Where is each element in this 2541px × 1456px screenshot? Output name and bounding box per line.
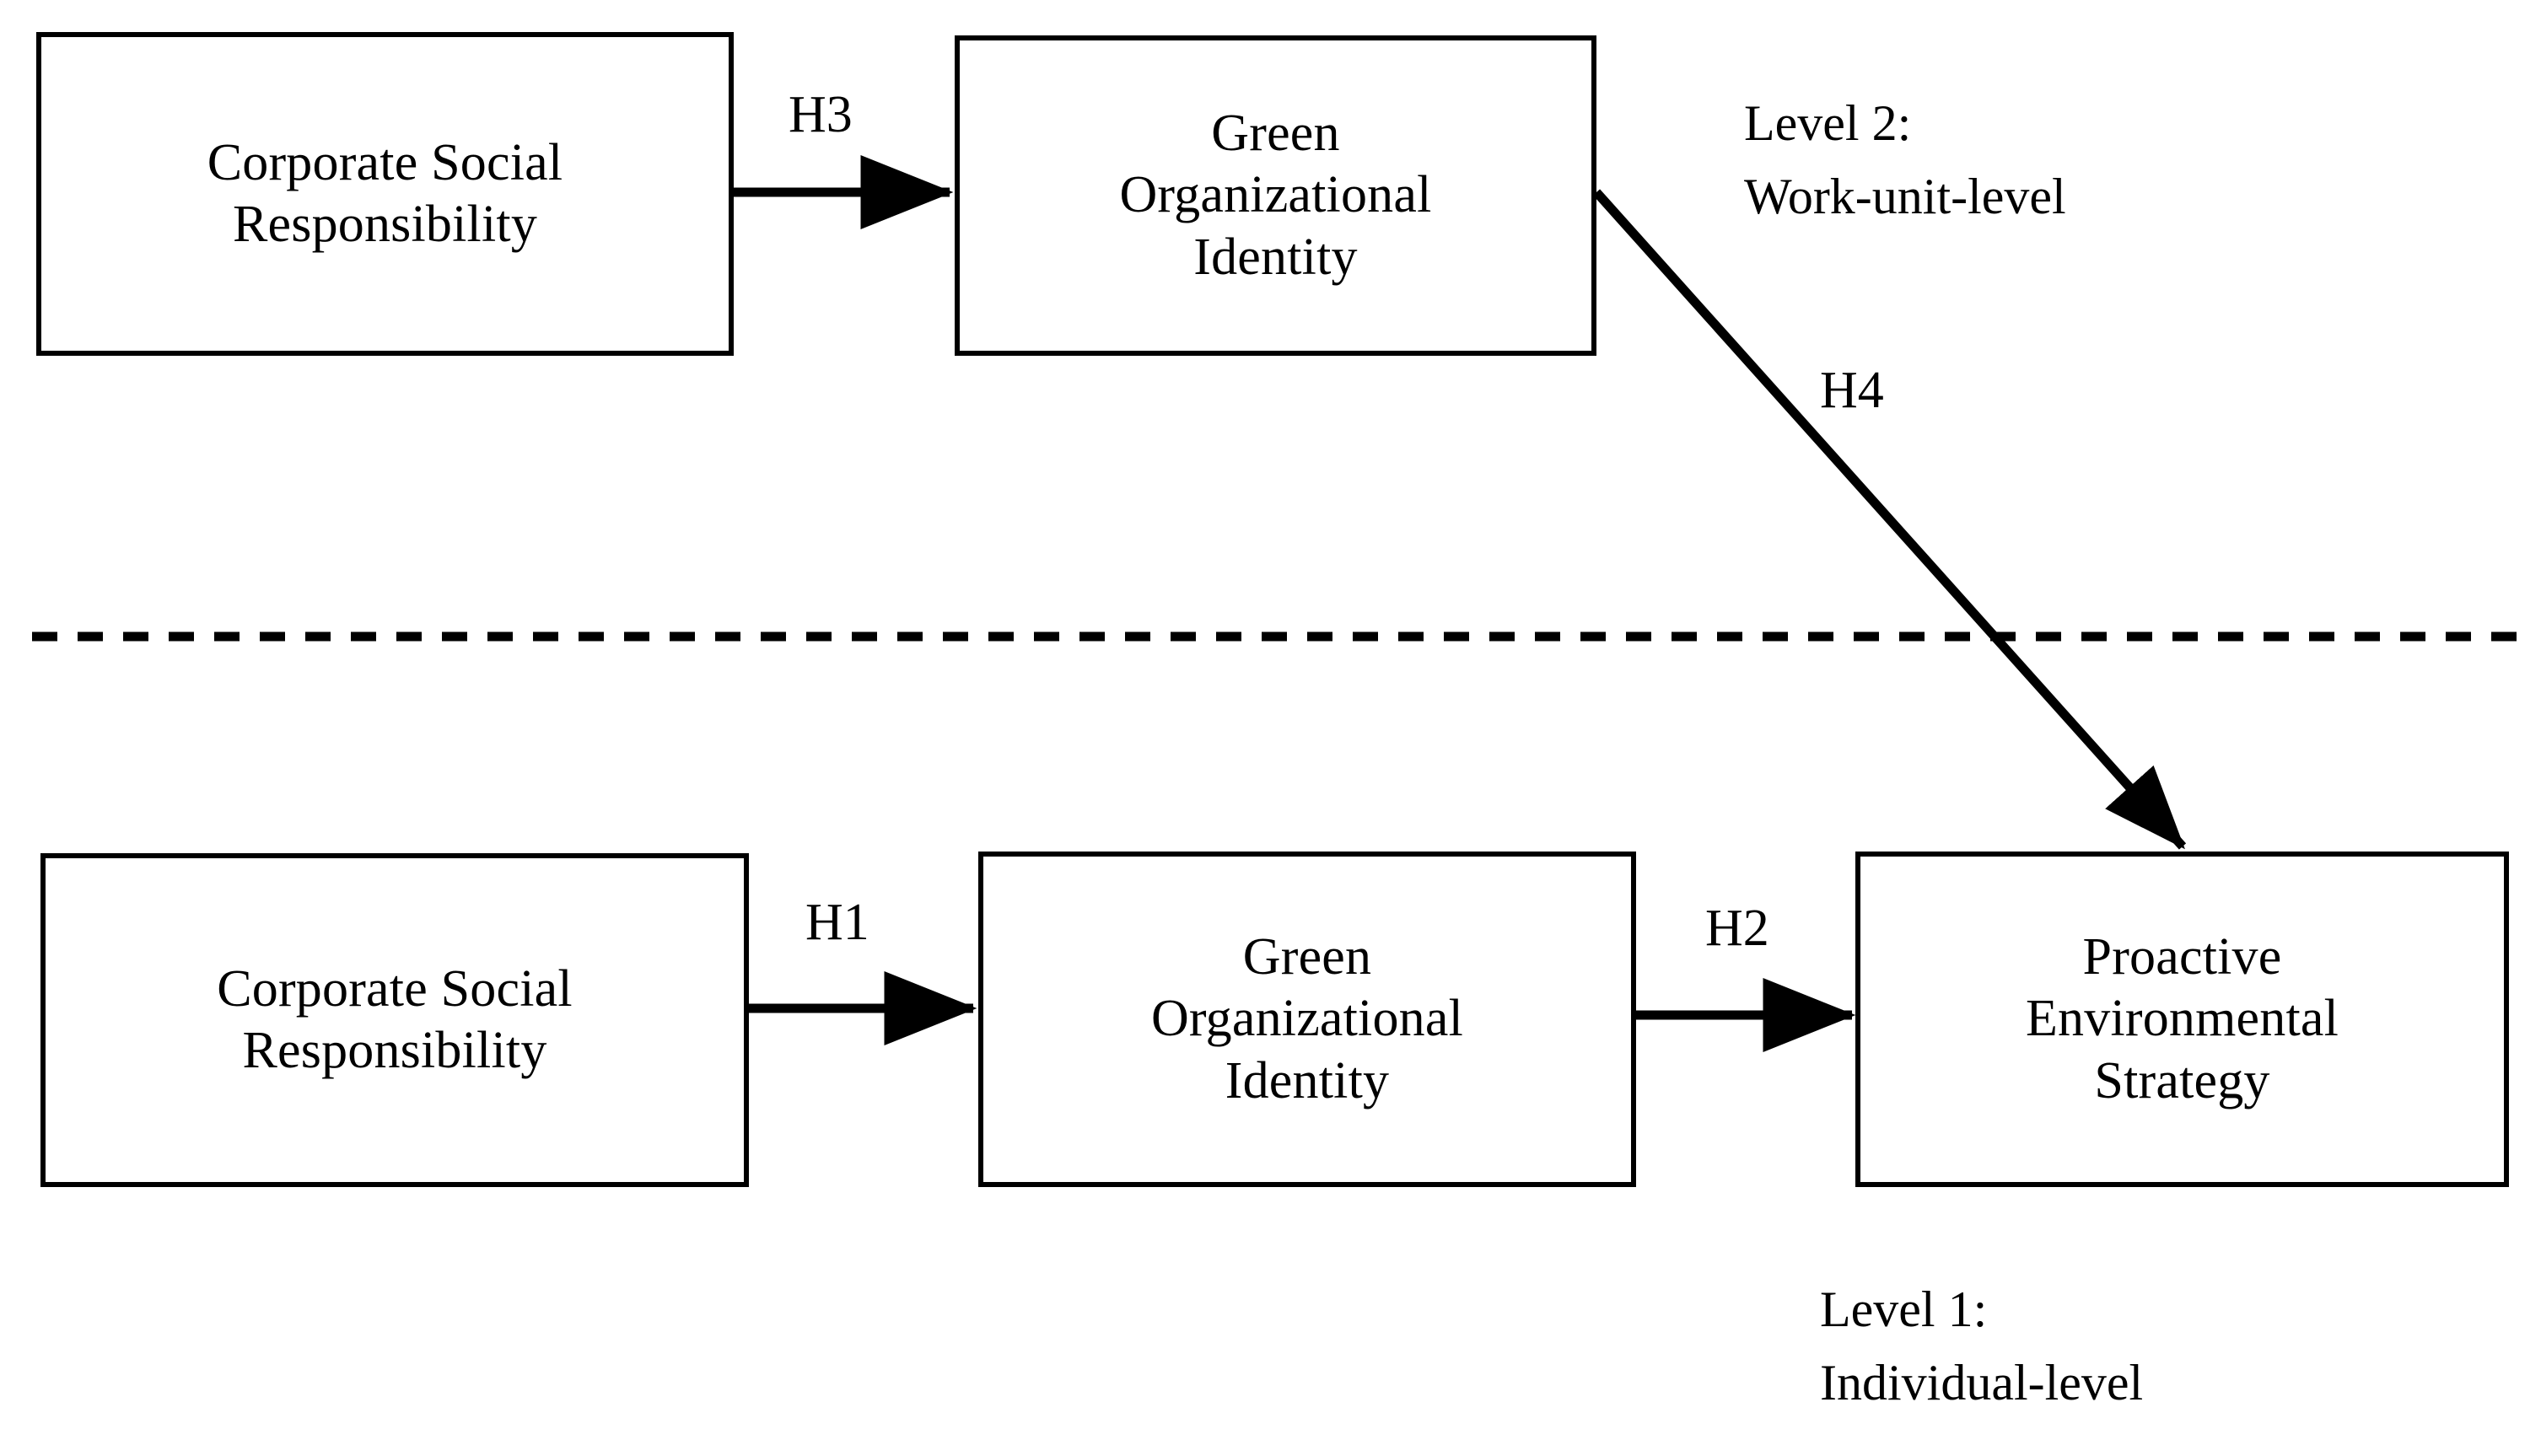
level-2-label: Level 2: Work-unit-level xyxy=(1744,95,2066,224)
level-1-label: Level 1: Individual-level xyxy=(1820,1281,2144,1410)
arrow-h4 xyxy=(1592,189,2187,850)
node-proactive-environmental-strategy-label: Proactive Environmental Strategy xyxy=(2025,928,2339,1109)
node-csr-lower[interactable]: Corporate Social Responsibility xyxy=(40,853,749,1187)
node-green-organizational-identity-lower-label: Green Organizational Identity xyxy=(1150,928,1464,1109)
node-green-organizational-identity-upper-label: Green Organizational Identity xyxy=(1119,105,1432,286)
hypothesis-label-h1: H1 xyxy=(805,894,869,951)
node-green-organizational-identity-upper[interactable]: Green Organizational Identity xyxy=(955,35,1596,356)
node-csr-lower-label: Corporate Social Responsibility xyxy=(217,959,573,1079)
node-csr-upper[interactable]: Corporate Social Responsibility xyxy=(36,32,734,356)
hypothesis-label-h3: H3 xyxy=(789,86,853,143)
node-green-organizational-identity-lower[interactable]: Green Organizational Identity xyxy=(978,852,1636,1187)
hypothesis-label-h4: H4 xyxy=(1820,362,1884,419)
hypothesis-label-h2: H2 xyxy=(1705,900,1769,957)
node-proactive-environmental-strategy[interactable]: Proactive Environmental Strategy xyxy=(1855,852,2509,1187)
node-csr-upper-label: Corporate Social Responsibility xyxy=(207,133,563,253)
